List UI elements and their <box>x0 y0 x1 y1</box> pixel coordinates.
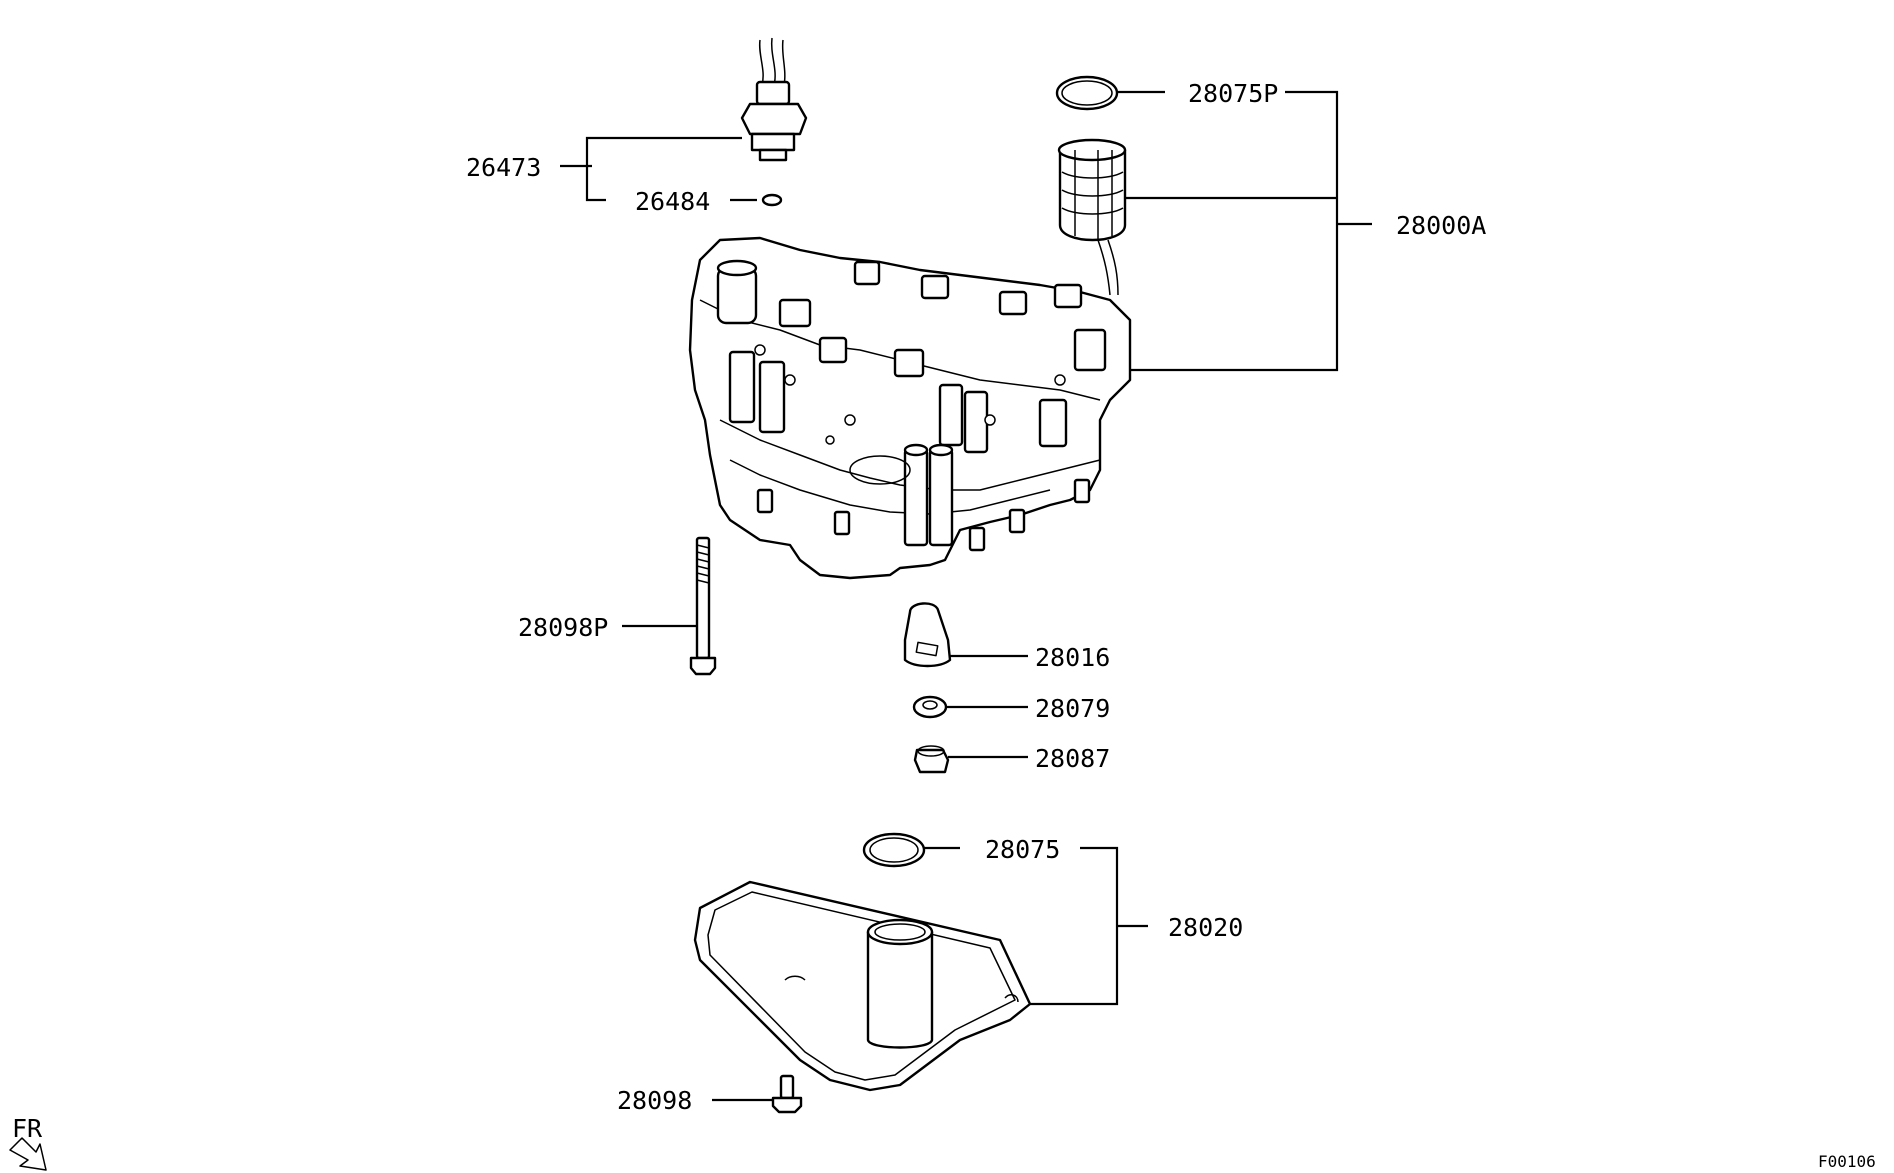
nut-28087[interactable] <box>913 745 950 774</box>
label-26484: 26484 <box>635 187 710 216</box>
label-28000A: 28000A <box>1396 211 1486 240</box>
label-28079: 28079 <box>1035 694 1110 723</box>
direction-label: FR <box>12 1114 43 1143</box>
oring-26484[interactable] <box>761 193 783 207</box>
washer-28079[interactable] <box>912 695 948 719</box>
figure-code: F00106 <box>1818 1152 1876 1171</box>
bolt-28098[interactable] <box>771 1074 803 1114</box>
solenoid-connector-28000A[interactable] <box>1057 138 1127 296</box>
oil-strainer-28020[interactable] <box>693 880 1032 1092</box>
valve-body-28000A[interactable] <box>688 236 1132 580</box>
front-direction-arrow-icon <box>9 1137 47 1171</box>
label-28087: 28087 <box>1035 744 1110 773</box>
label-28075: 28075 <box>985 835 1060 864</box>
pressure-switch-26473[interactable] <box>740 37 808 162</box>
label-28075P: 28075P <box>1188 79 1278 108</box>
bolt-28098P[interactable] <box>689 536 717 676</box>
oring-28075[interactable] <box>862 832 926 868</box>
label-28016: 28016 <box>1035 643 1110 672</box>
label-28098P: 28098P <box>518 613 608 642</box>
leader-28075P-bracket <box>1130 90 1339 372</box>
leader-26473 <box>585 136 742 168</box>
label-28098: 28098 <box>617 1086 692 1115</box>
detent-plate-28016[interactable] <box>903 602 952 668</box>
oring-28075P[interactable] <box>1055 75 1119 111</box>
leader-26484 <box>585 166 606 202</box>
label-26473: 26473 <box>466 153 541 182</box>
leader-28075-bracket <box>1030 846 1119 1006</box>
label-28020: 28020 <box>1168 913 1243 942</box>
